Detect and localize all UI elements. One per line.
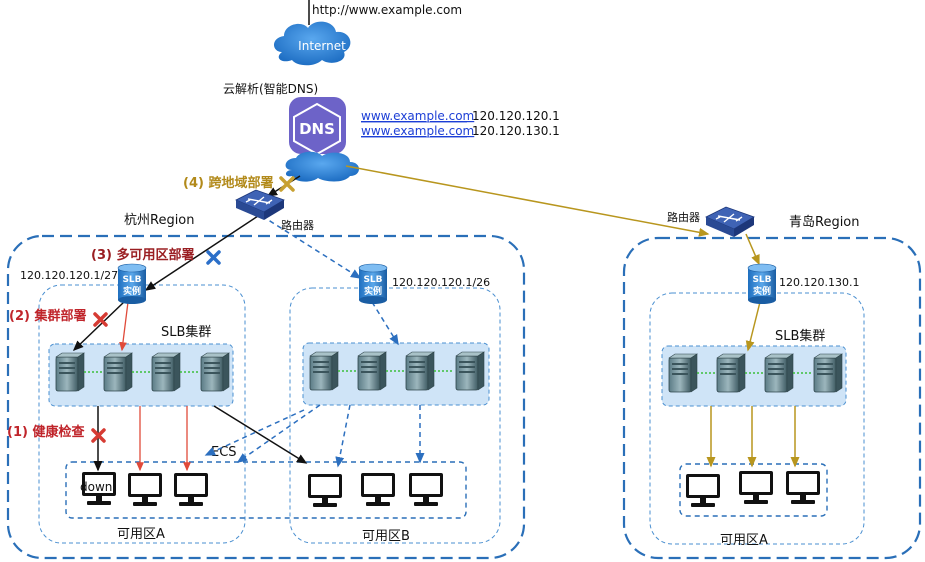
red-x-icon xyxy=(91,428,106,443)
ecs-label: ECS xyxy=(211,445,237,460)
slb-instance-icon xyxy=(358,263,388,304)
slb-qd-line1: SLB xyxy=(752,275,771,285)
path-cross-az-blue-2 xyxy=(204,409,305,456)
hz-cluster-b-servers xyxy=(309,351,485,391)
qd-cluster-servers xyxy=(668,353,843,393)
internet-label: Internet xyxy=(298,39,346,53)
server-icon xyxy=(405,351,435,391)
server-icon xyxy=(668,353,698,393)
path-cross-az-black xyxy=(213,405,308,464)
hz-zone-a-label: 可用区A xyxy=(117,527,165,542)
dns-record-domain-1[interactable]: www.example.com xyxy=(361,109,474,123)
server-icon xyxy=(309,351,339,391)
annotation-health-check: (1) 健康检查 xyxy=(7,424,85,440)
hz-zone-b-label: 可用区B xyxy=(362,529,410,544)
server-icon xyxy=(716,353,746,393)
path-cross-az-blue-1 xyxy=(236,404,321,463)
qd-cluster-label: SLB集群 xyxy=(775,328,825,344)
server-icon xyxy=(200,352,230,392)
dns-icon-text: DNS xyxy=(299,120,335,138)
server-icon xyxy=(455,351,485,391)
monitor-icon xyxy=(786,471,820,504)
monitor-icon xyxy=(739,471,773,504)
url-label: http://www.example.com xyxy=(312,3,462,17)
monitor-icon xyxy=(174,473,208,506)
annotation-multi-az: (3) 多可用区部署 xyxy=(91,247,194,263)
path-slb-a-to-srv2 xyxy=(119,301,129,352)
slb-a-line2: 实例 xyxy=(123,285,141,297)
server-icon xyxy=(813,353,843,393)
monitor-icon xyxy=(308,474,342,507)
path-router-to-slb-a xyxy=(144,215,259,291)
annotation-cluster: (2) 集群部署 xyxy=(9,308,86,324)
slb-b-line2: 实例 xyxy=(364,285,382,297)
slb-qd-line2: 实例 xyxy=(753,285,771,297)
hz-cluster-a-servers xyxy=(55,352,230,392)
router-icon xyxy=(705,206,755,237)
path-qd-slb-to-cluster xyxy=(745,301,761,352)
slb-b-line1: SLB xyxy=(363,275,382,285)
server-icon xyxy=(151,352,181,392)
dns-record-ip-2: 120.120.130.1 xyxy=(472,124,560,138)
cloud-network-icon xyxy=(285,151,359,182)
slb-qd-ip: 120.120.130.1 xyxy=(779,276,859,289)
server-icon xyxy=(764,353,794,393)
hangzhou-region-box xyxy=(6,234,526,560)
qingdao-region-label: 青岛Region xyxy=(789,214,860,230)
hz-router-label: 路由器 xyxy=(281,218,314,232)
server-icon xyxy=(357,351,387,391)
qd-ecs-monitors xyxy=(686,471,820,507)
monitor-icon xyxy=(409,473,443,506)
hz-ecs-box xyxy=(65,461,467,519)
dns-service-label: 云解析(智能DNS) xyxy=(223,81,318,96)
qd-zone-a-box xyxy=(649,292,865,545)
annotation-cross-region: (4) 跨地域部署 xyxy=(183,175,273,191)
hz-cluster-label: SLB集群 xyxy=(161,324,211,340)
router-icon xyxy=(235,189,285,220)
hangzhou-region-label: 杭州Region xyxy=(124,213,195,228)
hz-cluster-a xyxy=(48,343,234,407)
slb-a-line1: SLB xyxy=(122,275,141,285)
slb-instance-icon xyxy=(117,263,147,304)
qd-router-label: 路由器 xyxy=(667,210,700,224)
monitor-icon xyxy=(361,473,395,506)
internet-cloud-icon xyxy=(274,21,351,66)
red-x-icon xyxy=(93,312,108,327)
slb-instance-icon xyxy=(747,263,777,304)
server-icon xyxy=(55,352,85,392)
monitor-icon xyxy=(686,474,720,507)
slb-a-ip: 120.120.120.1/27 xyxy=(20,269,118,282)
path-cloud-to-qd-router xyxy=(345,165,710,237)
hz-ecs-monitors xyxy=(82,472,443,507)
hz-zone-b-box xyxy=(289,287,501,544)
slb-b-ip: 120.120.120.1/26 xyxy=(392,276,490,289)
path-slb-a-to-srv1 xyxy=(72,301,125,352)
qingdao-region-box xyxy=(622,236,922,560)
dns-record-ip-1: 120.120.120.1 xyxy=(472,109,560,123)
monitor-icon xyxy=(128,473,162,506)
dns-record-domain-2[interactable]: www.example.com xyxy=(361,124,474,138)
down-label: down xyxy=(80,480,112,494)
gold-x-icon xyxy=(279,176,295,192)
qd-zone-a-label: 可用区A xyxy=(720,533,768,548)
path-qd-router-to-slb xyxy=(745,233,760,266)
server-icon xyxy=(103,352,133,392)
path-slb-b-to-cluster xyxy=(371,301,399,346)
path-b-to-ecs-b1 xyxy=(335,404,351,468)
path-router-to-slb-b xyxy=(261,215,362,279)
blue-x-icon xyxy=(206,250,221,265)
